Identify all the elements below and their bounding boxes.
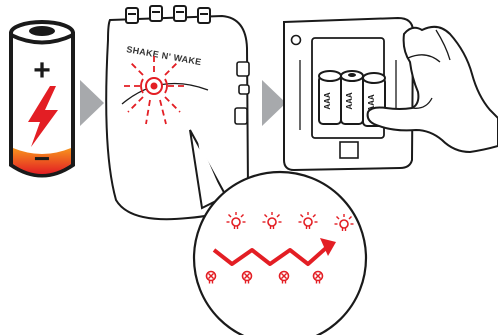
flow-arrow-icon [262, 80, 286, 126]
svg-text:AAA: AAA [345, 92, 354, 110]
pattern-arrowhead [320, 238, 336, 256]
blink-pattern [205, 211, 355, 285]
flashing-alert-indicator [120, 56, 188, 125]
pattern-zigzag-line [212, 246, 328, 266]
side-button [238, 84, 250, 95]
svg-text:AAA: AAA [367, 94, 376, 112]
aaa-battery: AAA [340, 70, 364, 125]
minus-terminal-symbol: − [34, 143, 50, 174]
svg-text:AAA: AAA [323, 92, 332, 110]
side-switch [234, 107, 248, 125]
side-button [236, 61, 250, 77]
low-battery-icon: + − [9, 20, 75, 178]
hand-illustration [366, 25, 498, 154]
alarm-device: SHAKE N' WAKE [105, 5, 250, 221]
zoom-callout [189, 129, 368, 335]
flow-arrow-icon [80, 80, 104, 126]
lightning-bolt-icon [28, 86, 58, 147]
aaa-battery: AAA [318, 70, 342, 125]
low-charge-level [13, 148, 71, 174]
battery-compartment: AAA AAA AAA [283, 16, 498, 172]
plus-terminal-symbol: + [33, 54, 51, 87]
screw-icon [290, 34, 302, 46]
